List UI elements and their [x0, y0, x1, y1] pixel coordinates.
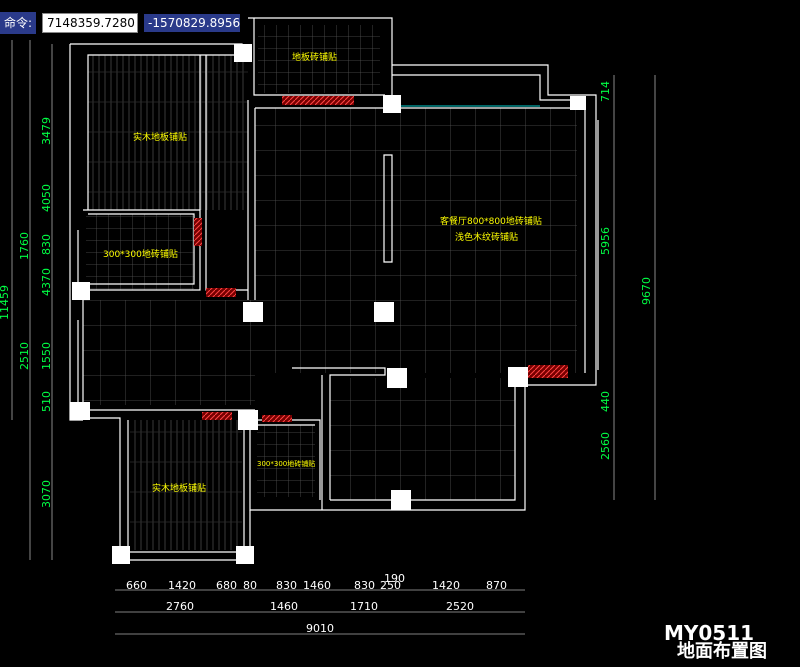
- bottom-dimension-lines: [115, 589, 525, 635]
- dim-bottom-4: 80: [243, 579, 257, 592]
- dim-bottom-8: 250: [380, 579, 401, 592]
- floor-fills: [83, 25, 577, 550]
- dim-left-4: 830: [40, 234, 53, 255]
- right-dimension-lines: [613, 75, 656, 500]
- living-room-floor: [255, 108, 577, 373]
- walls: [69, 17, 599, 561]
- watermark-logo: MY0511: [664, 621, 754, 645]
- dim-bottom-1: 660: [126, 579, 147, 592]
- bedroom-main-floor: [88, 55, 248, 210]
- room-label-bathroom-left: 300*300地砖铺贴: [103, 248, 178, 260]
- room-label-bedroom-bottom: 实木地板铺贴: [152, 482, 206, 494]
- right-dimension-labels: 714 5956 9670 440 2560: [599, 81, 653, 460]
- drawing-title: 地面布置图: [677, 640, 767, 662]
- dim-bottom-2: 1420: [168, 579, 196, 592]
- dim-right-2: 5956: [599, 227, 612, 255]
- dim-left-5: 4370: [40, 268, 53, 296]
- balcony-floor: [258, 25, 380, 93]
- dim-left-1: 3479: [40, 117, 53, 145]
- dim-bottom-3: 680: [216, 579, 237, 592]
- dim-right-5: 2560: [599, 432, 612, 460]
- dim-bottom-5: 830: [276, 579, 297, 592]
- dim-bottom-total: 9010: [306, 622, 334, 635]
- bedroom-bottom-floor: [130, 420, 242, 550]
- room-label-living-1: 客餐厅800*800地砖铺贴: [440, 215, 542, 227]
- coordinate-y-field[interactable]: -1570829.8956: [144, 14, 240, 32]
- command-label: 命令:: [0, 12, 37, 34]
- left-dimension-labels: 3479 4050 1760 830 4370 1550 2510 510 30…: [0, 117, 53, 508]
- dim-left-3: 1760: [18, 232, 31, 260]
- dim-bottom-row2-2: 1460: [270, 600, 298, 613]
- dim-left-2: 4050: [40, 184, 53, 212]
- dining-floor: [330, 378, 515, 500]
- coordinate-x-field[interactable]: 7148359.7280: [42, 13, 139, 33]
- dim-bottom-9: 1420: [432, 579, 460, 592]
- dim-left-8: 510: [40, 391, 53, 412]
- dim-bottom-row2-3: 1710: [350, 600, 378, 613]
- room-label-balcony: 地板砖铺贴: [292, 51, 337, 63]
- bathroom-left-floor: [86, 214, 194, 290]
- room-label-living-2: 浅色木纹砖铺贴: [455, 231, 518, 243]
- room-labels: 地板砖铺贴 实木地板铺贴 300*300地砖铺贴 客餐厅800*800地砖铺贴 …: [103, 51, 542, 494]
- dim-bottom-6: 1460: [303, 579, 331, 592]
- dim-left-7: 2510: [18, 342, 31, 370]
- dim-left-9: 3070: [40, 480, 53, 508]
- dim-left-10: 11459: [0, 285, 11, 320]
- dim-bottom-7: 830: [354, 579, 375, 592]
- bottom-dimension-labels: 660 1420 680 80 830 1460 830 250 1420 87…: [126, 572, 507, 635]
- dim-right-4: 440: [599, 391, 612, 412]
- hall-floor: [83, 300, 255, 405]
- threshold-strips: [194, 96, 568, 422]
- dim-bottom-row2-4: 2520: [446, 600, 474, 613]
- dim-bottom-row2-1: 2760: [166, 600, 194, 613]
- left-dimension-lines: [11, 40, 53, 560]
- dim-bottom-mid: 190: [384, 572, 405, 585]
- room-label-bedroom-main: 实木地板铺贴: [133, 131, 187, 143]
- dim-bottom-10: 870: [486, 579, 507, 592]
- dim-left-6: 1550: [40, 342, 53, 370]
- bathroom-small-floor: [257, 425, 315, 497]
- dim-right-3: 9670: [640, 277, 653, 305]
- command-bar: 命令: 7148359.7280 -1570829.8956: [0, 12, 240, 34]
- columns: [70, 44, 586, 564]
- dim-right-1: 714: [599, 81, 612, 102]
- room-label-bathroom-small: 300*300地砖铺贴: [257, 459, 315, 468]
